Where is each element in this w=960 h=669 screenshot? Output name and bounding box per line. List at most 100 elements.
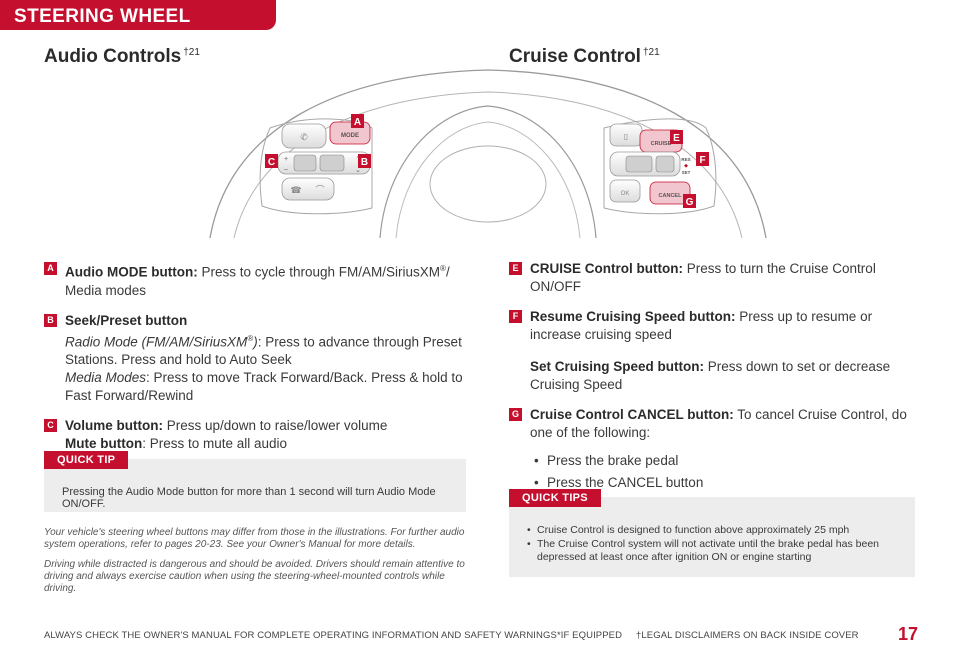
section-header-tab: STEERING WHEEL CONTROLS: [0, 0, 276, 49]
menu-select-button: [655, 155, 675, 173]
marker-e: [670, 130, 683, 144]
quick-tips-label: QUICK TIPS: [509, 489, 601, 507]
footer-warning: ALWAYS CHECK THE OWNER'S MANUAL FOR COMP…: [44, 630, 557, 641]
mute-line: Mute button: Press to mute all audio: [65, 435, 464, 453]
cruise-title-footnote: †21: [642, 46, 660, 58]
marker-c-label: C: [268, 157, 275, 168]
cancel-text: To cancel Cruise Control, do one of the …: [530, 407, 907, 440]
seek-preset-title: Seek/Preset button: [65, 312, 188, 328]
left-spoke-pad: [259, 118, 373, 215]
cruise-text: Press to turn the Cruise Control ON/OFF: [530, 261, 876, 294]
set-label: SET: [682, 170, 691, 175]
cancel-description: Cruise Control CANCEL button: To cancel …: [530, 406, 919, 442]
marker-c: [265, 154, 278, 168]
cancel-options-list: Press the brake pedal Press the CANCEL b…: [530, 452, 919, 492]
badge-c: C: [44, 419, 57, 432]
radio-mode-line: Radio Mode (FM/AM/SiriusXM®): Press to a…: [65, 330, 464, 370]
badge-a: A: [44, 262, 57, 275]
mode-button-label: MODE: [341, 133, 359, 139]
cancel-button-label: CANCEL: [659, 193, 683, 199]
audio-mode-description: Audio MODE button: Press to cycle throug…: [65, 260, 464, 300]
marker-a: [351, 114, 364, 128]
audio-item-c: C Volume button: Press up/down to raise/…: [44, 417, 464, 453]
cruise-descriptions: E CRUISE Control button: Press to turn t…: [509, 260, 919, 504]
volume-down-icon: –: [284, 166, 288, 173]
radio-mode-label: Radio Mode (FM/AM/SiriusXM: [65, 334, 248, 349]
list-item: Cruise Control is designed to function a…: [527, 524, 907, 537]
marker-a-label: A: [354, 117, 361, 128]
quick-tip-text: Pressing the Audio Mode button for more …: [62, 486, 436, 510]
marker-g-label: G: [686, 197, 694, 208]
media-mode-text: : Press to move Track Forward/Back. Pres…: [65, 370, 463, 403]
list-item: The Cruise Control system will not activ…: [527, 538, 907, 564]
wheel-hub-outer: [379, 105, 597, 238]
badge-g: G: [509, 408, 522, 421]
ok-button: [609, 179, 641, 203]
set-text: Press down to set or decrease Cruising S…: [530, 359, 891, 392]
radio-mode-text: : Press to advance through Preset Statio…: [65, 334, 462, 367]
volume-title: Volume button:: [65, 418, 163, 433]
steering-wheel-drawing: ✆ MODE + – ⌃ ⌄ ☎ ⌒ ▯ CRUISE RES ◆ SET OK…: [209, 69, 767, 238]
audio-descriptions: A Audio MODE button: Press to cycle thro…: [44, 260, 464, 465]
seek-down-icon: ⌄: [355, 167, 361, 174]
right-spoke-pad: [603, 118, 717, 215]
audio-title-footnote: †21: [183, 46, 200, 58]
audio-mode-text-end: / Media modes: [65, 264, 450, 298]
distraction-disclaimer: Driving while distracted is dangerous an…: [44, 559, 465, 594]
ok-button-label: OK: [621, 191, 630, 197]
resume-description: Resume Cruising Speed button: Press up t…: [530, 308, 919, 344]
registered-mark: ®: [440, 264, 446, 273]
seek-preset-button: [319, 154, 345, 172]
cancel-button: [649, 181, 691, 205]
call-end-button: [281, 177, 335, 201]
radio-mode-label-end: ): [253, 334, 258, 349]
badge-b: B: [44, 313, 57, 327]
marker-b: [358, 154, 371, 168]
cruise-control-title: Cruise Control†21: [509, 46, 660, 68]
media-mode-line: Media Modes: Press to move Track Forward…: [65, 369, 464, 405]
call-icon: ☎: [290, 185, 301, 195]
buttons-disclaimer: Your vehicle's steering wheel buttons ma…: [44, 527, 465, 550]
quick-tips-list: Cruise Control is designed to function a…: [527, 524, 907, 565]
badge-f: F: [509, 310, 522, 323]
mute-title: Mute button: [65, 436, 143, 451]
wheel-logo-oval: [429, 145, 547, 223]
resume-title: Resume Cruising Speed button:: [530, 309, 736, 324]
volume-line: Volume button: Press up/down to raise/lo…: [65, 417, 464, 435]
cruise-item-g: G Cruise Control CANCEL button: To cance…: [509, 406, 919, 492]
cruise-item-e: E CRUISE Control button: Press to turn t…: [509, 260, 919, 296]
mute-button: [293, 154, 317, 172]
cruise-description: CRUISE Control button: Press to turn the…: [530, 260, 919, 296]
resume-text: Press up to resume or increase cruising …: [530, 309, 873, 342]
badge-e: E: [509, 262, 522, 275]
phone-voice-button: [281, 123, 327, 149]
set-description: Set Cruising Speed button: Press down to…: [530, 358, 919, 394]
wheel-hub-inner: [395, 121, 581, 238]
volume-up-icon: +: [284, 156, 288, 163]
end-call-icon: ⌒: [315, 185, 324, 195]
marker-e-label: E: [673, 133, 680, 144]
info-icon: ▯: [624, 132, 628, 141]
marker-b-label: B: [361, 157, 368, 168]
quick-tips-box: QUICK TIPS Cruise Control is designed to…: [509, 489, 915, 577]
list-item: Press the brake pedal: [530, 452, 919, 470]
menu-scroll-button: [625, 155, 653, 173]
mute-text: : Press to mute all audio: [142, 436, 288, 451]
list-item: Press the CANCEL button: [530, 474, 919, 492]
marker-g: [683, 194, 696, 208]
footer-legal: †LEGAL DISCLAIMERS ON BACK INSIDE COVER: [636, 630, 859, 641]
volume-text: Press up/down to raise/lower volume: [162, 418, 388, 433]
res-label: RES: [681, 157, 690, 162]
cancel-title: Cruise Control CANCEL button:: [530, 407, 734, 422]
audio-title-text: Audio Controls: [44, 46, 182, 67]
cruise-title: CRUISE Control button:: [530, 261, 683, 276]
page-number: 17: [898, 624, 919, 644]
set-title: Set Cruising Speed button:: [530, 359, 704, 374]
audio-item-a: A Audio MODE button: Press to cycle thro…: [44, 260, 464, 300]
audio-mode-text: Press to cycle through FM/AM/SiriusXM: [197, 264, 441, 280]
quick-tip-label: QUICK TIP: [44, 451, 129, 469]
seek-preset-title-line: Seek/Preset button: [65, 312, 464, 330]
audio-item-b: B Seek/Preset button Radio Mode (FM/AM/S…: [44, 312, 464, 406]
cruise-item-f: F Resume Cruising Speed button: Press up…: [509, 308, 919, 394]
quick-tip-box: QUICK TIP Pressing the Audio Mode button…: [44, 451, 466, 512]
